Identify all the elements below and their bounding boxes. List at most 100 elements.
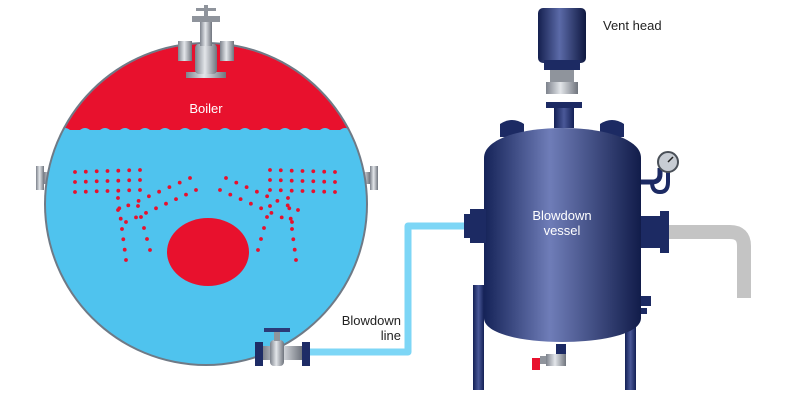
steam-bubble	[256, 248, 260, 252]
steam-bubble	[147, 194, 151, 199]
furnace-tube	[167, 218, 249, 286]
steam-bubble	[157, 189, 162, 194]
steam-bubble	[94, 189, 99, 194]
blowdown-valve	[255, 328, 310, 366]
steam-bubble	[94, 179, 99, 184]
blowdown-line-label-line2: line	[380, 328, 401, 343]
steam-bubble	[122, 247, 127, 252]
steam-bubble	[333, 170, 337, 174]
steam-bubble	[300, 189, 305, 193]
steam-bubble	[228, 192, 233, 197]
boiler-label: Boiler	[189, 101, 223, 116]
steam-bubble	[94, 169, 99, 174]
steam-bubble	[311, 189, 316, 194]
steam-bubble	[244, 185, 249, 190]
steam-bubble	[138, 188, 142, 192]
steam-bubble	[144, 211, 148, 215]
steam-bubble	[194, 188, 198, 192]
vent-head-label: Vent head	[603, 18, 662, 33]
steam-bubble	[139, 215, 143, 219]
steam-bubble	[265, 215, 269, 219]
vessel-leg-right	[625, 285, 636, 390]
blowdown-vessel-label-line1: Blowdown	[532, 208, 592, 223]
steam-bubble	[138, 178, 142, 182]
vessel-outlet-nozzle	[641, 211, 669, 253]
steam-bubble	[126, 203, 131, 208]
steam-bubble	[278, 168, 283, 173]
steam-bubble	[268, 178, 272, 182]
steam-bubble	[218, 188, 222, 192]
steam-bubble	[116, 178, 121, 183]
steam-bubble	[269, 211, 274, 215]
steam-bubble	[238, 197, 243, 202]
steam-bubble	[285, 203, 290, 208]
steam-bubble	[290, 220, 294, 224]
steam-bubble	[145, 237, 149, 241]
blowdown-vessel	[464, 102, 669, 390]
steam-bubble	[174, 197, 178, 202]
steam-bubble	[290, 227, 294, 231]
steam-bubble	[118, 216, 123, 221]
vessel-body	[484, 128, 641, 342]
steam-bubble	[279, 215, 284, 220]
steam-bubble	[259, 237, 263, 241]
water-surface-wave	[46, 128, 366, 134]
vent-head-body	[538, 8, 586, 63]
steam-bubble	[83, 189, 88, 194]
steam-bubble	[184, 192, 188, 197]
steam-bubble	[164, 201, 168, 206]
steam-bubble	[296, 208, 300, 212]
steam-bubble	[83, 179, 88, 184]
steam-bubble	[259, 206, 263, 211]
steam-bubble	[289, 168, 294, 173]
steam-bubble	[268, 204, 272, 208]
vessel-inlet-nozzle	[464, 209, 486, 243]
steam-bubble	[275, 199, 280, 203]
pressure-gauge	[641, 151, 679, 195]
outlet-pipe	[669, 225, 751, 298]
steam-bubble	[124, 220, 128, 224]
steam-bubble	[136, 204, 140, 208]
steam-bubble	[138, 168, 142, 172]
steam-bubble	[116, 188, 121, 193]
steam-bubble	[148, 248, 152, 252]
steam-bubble	[291, 237, 296, 242]
steam-bubble	[142, 226, 146, 230]
steam-bubble	[294, 258, 298, 262]
steam-bubble	[322, 169, 327, 174]
steam-bubble	[117, 206, 122, 211]
blowdown-line-label-line1: Blowdown	[341, 313, 401, 328]
steam-bubble	[134, 215, 138, 220]
steam-bubble	[73, 180, 77, 184]
steam-bubble	[120, 227, 124, 231]
steam-bubble	[224, 176, 228, 180]
steam-bubble	[83, 169, 88, 174]
steam-bubble	[127, 188, 132, 193]
steam-bubble	[124, 258, 128, 262]
boiler-top-valve	[178, 5, 234, 78]
steam-bubble	[333, 180, 337, 184]
steam-bubble	[286, 196, 290, 200]
steam-bubble	[311, 179, 316, 184]
steam-bubble	[262, 226, 266, 230]
vessel-leg-left	[473, 285, 484, 390]
steam-bubble	[177, 180, 182, 185]
steam-bubble	[116, 196, 120, 200]
steam-bubble	[311, 169, 316, 174]
steam-bubble	[127, 178, 132, 183]
vessel-top-neck	[554, 104, 574, 128]
steam-bubble	[73, 170, 77, 174]
steam-bubble	[300, 169, 305, 173]
steam-bubble	[265, 194, 269, 199]
steam-bubble	[234, 180, 239, 185]
steam-bubble	[278, 188, 283, 193]
steam-bubble	[105, 179, 110, 183]
steam-bubble	[127, 168, 132, 173]
blowdown-vessel-label-line2: vessel	[543, 223, 581, 238]
steam-bubble	[292, 247, 297, 252]
steam-bubble	[121, 237, 126, 242]
steam-bubble	[188, 176, 192, 180]
steam-bubble	[268, 188, 272, 192]
vessel-drain-valve	[532, 344, 566, 370]
